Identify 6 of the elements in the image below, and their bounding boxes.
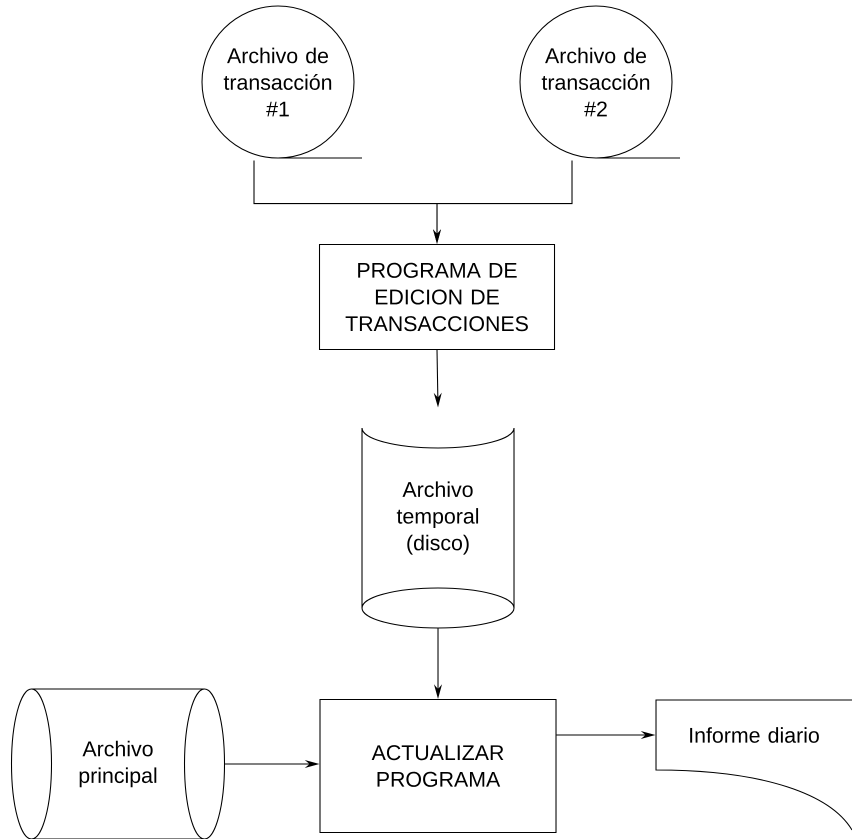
node-label: Archivo temporal (disco) xyxy=(396,481,478,555)
node-label: Archivo principal xyxy=(80,740,156,788)
storage-drum: Archivo principal xyxy=(10,688,226,839)
process-box: ACTUALIZAR PROGRAMA xyxy=(319,698,557,834)
process-box: PROGRAMA DE EDICION DE TRANSACCIONES xyxy=(318,244,556,350)
disk-cylinder: Archivo temporal (disco) xyxy=(361,427,515,629)
